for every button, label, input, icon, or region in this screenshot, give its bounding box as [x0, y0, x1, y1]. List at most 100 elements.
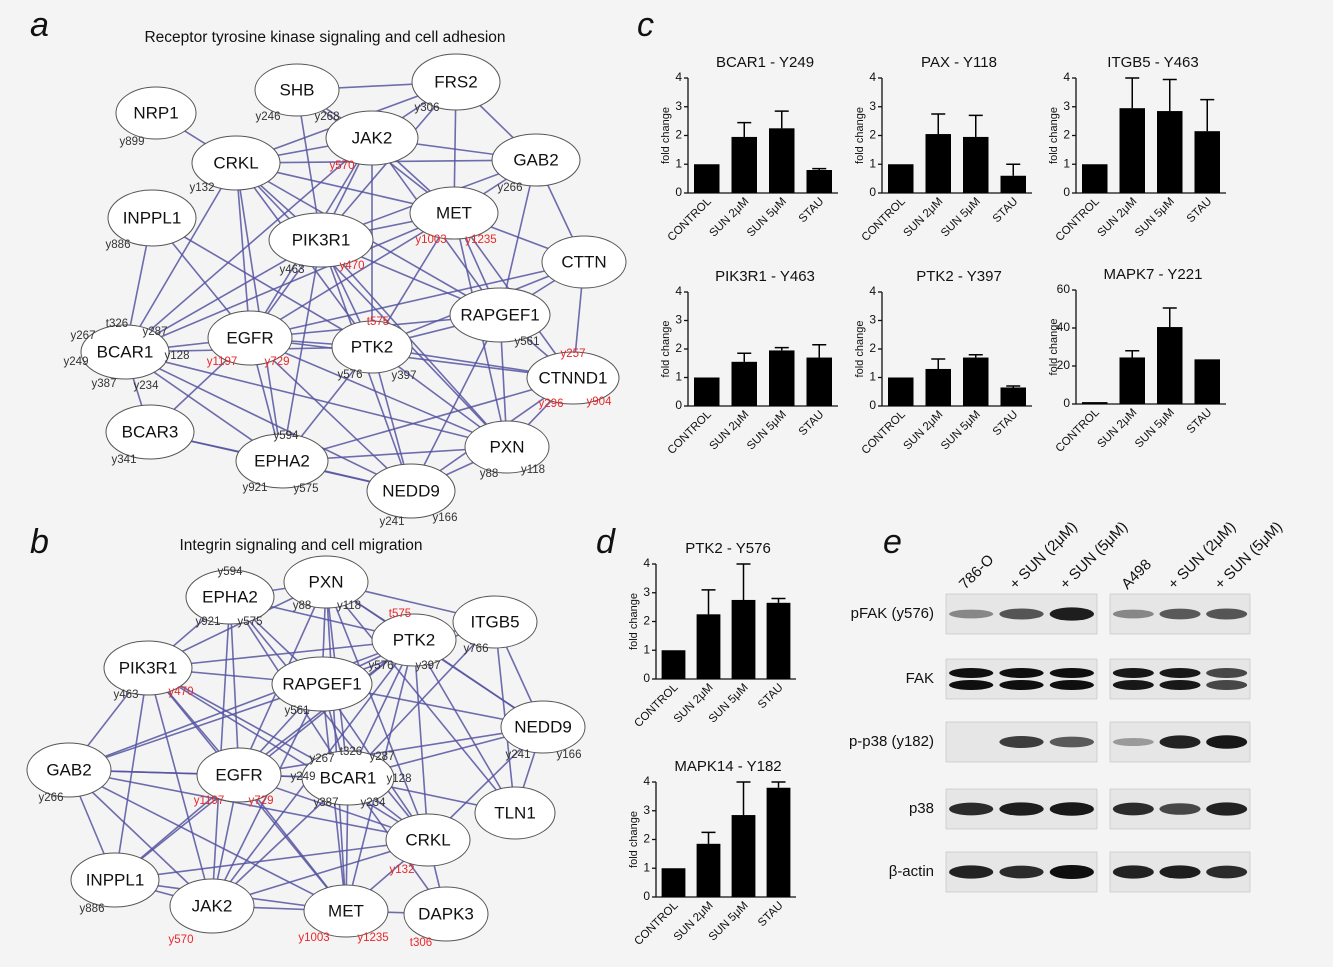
- blot-band: [1049, 736, 1094, 748]
- y-tick-label: 1: [1063, 156, 1070, 170]
- edge-ptk2-pik3r1: [147, 639, 415, 669]
- node-label: EGFR: [215, 765, 262, 784]
- site-label: y287: [143, 326, 168, 338]
- x-tick-label: SUN 5μM: [939, 409, 983, 453]
- y-tick-label: 60: [1057, 282, 1071, 296]
- error-bar: [771, 781, 786, 788]
- site-label: y575: [238, 616, 263, 628]
- chart-title: PTK2 - Y397: [916, 268, 1002, 285]
- site-label: y234: [134, 380, 160, 392]
- error-bar: [968, 353, 983, 358]
- bar-sun-2-m: [1119, 357, 1145, 404]
- error-bar: [774, 110, 789, 129]
- blot-band: [1112, 609, 1154, 619]
- blot-membrane: [945, 658, 1098, 700]
- chart-title: BCAR1 - Y249: [716, 54, 814, 71]
- site-label: y118: [337, 600, 361, 612]
- edge-bcar1-nedd9: [124, 351, 412, 492]
- blot-band: [1112, 738, 1154, 746]
- blot-row-pfak-y576: pFAK (y576): [851, 593, 1251, 635]
- node-ellipse: [103, 640, 193, 696]
- node-label: CTNND1: [539, 368, 608, 387]
- bar-stau: [1000, 175, 1026, 193]
- node-ellipse: [185, 569, 275, 625]
- node-label: NEDD9: [514, 717, 572, 736]
- x-tick-label: STAU: [756, 900, 786, 930]
- bar-sun-2-m: [696, 843, 721, 897]
- error-bar: [812, 167, 827, 170]
- site-label: y729: [265, 356, 290, 368]
- node-label: PXN: [309, 572, 344, 591]
- node-label: RAPGEF1: [460, 305, 539, 324]
- node-label: SHB: [280, 80, 315, 99]
- node-label: PTK2: [393, 630, 436, 649]
- site-label: y463: [114, 689, 139, 701]
- panel-letter-c: c: [637, 6, 654, 44]
- y-tick-label: 3: [1063, 99, 1070, 113]
- lane-label-786-o: 786-O: [956, 551, 998, 593]
- blot-band: [1206, 608, 1248, 620]
- node-label: DAPK3: [418, 904, 474, 923]
- blot-band: [1159, 735, 1201, 749]
- site-label: y1235: [465, 234, 496, 246]
- y-axis-label: fold change: [628, 593, 640, 650]
- x-tick-label: CONTROL: [666, 195, 715, 244]
- node-label: PTK2: [351, 337, 394, 356]
- site-label: y249: [64, 356, 89, 368]
- bar-stau: [1194, 359, 1220, 404]
- y-tick-label: 0: [675, 185, 682, 199]
- blot-band: [1112, 680, 1154, 690]
- bar-sun-5-m: [731, 815, 756, 897]
- node-ellipse: [115, 86, 197, 140]
- site-label: y594: [274, 430, 300, 442]
- site-label: y921: [196, 616, 221, 628]
- blot-band: [1049, 680, 1094, 690]
- y-tick-label: 2: [869, 341, 876, 355]
- blot-band: [999, 680, 1044, 690]
- panel-letter-d: d: [596, 523, 616, 561]
- y-tick-label: 1: [869, 370, 876, 384]
- x-tick-label: SUN 2μM: [1095, 407, 1139, 451]
- error-bar: [1006, 163, 1021, 176]
- site-label: y594: [218, 566, 244, 578]
- node-label: MET: [328, 901, 364, 920]
- site-label: y387: [314, 797, 339, 809]
- edge-egfr-ctnnd1: [249, 337, 574, 379]
- site-label: y306: [415, 102, 440, 114]
- site-label: y249: [291, 771, 316, 783]
- blot-band: [1112, 865, 1154, 879]
- site-label: y576: [338, 369, 363, 381]
- edge-crkl-pxn: [235, 162, 508, 448]
- site-label: y921: [243, 482, 268, 494]
- bar-sun-5-m: [769, 350, 795, 406]
- site-label: y266: [39, 792, 64, 804]
- node-label: GAB2: [46, 760, 91, 779]
- x-tick-label: CONTROL: [666, 408, 715, 457]
- blot-band: [999, 736, 1044, 748]
- site-label: y575: [294, 483, 319, 495]
- y-tick-label: 2: [1063, 128, 1070, 142]
- y-tick-label: 1: [675, 370, 682, 384]
- blot-band: [999, 668, 1044, 678]
- bar-sun-5-m: [963, 136, 989, 193]
- site-label: y267: [310, 753, 335, 765]
- edge-pxn-tln1: [325, 581, 516, 814]
- y-tick-label: 1: [675, 156, 682, 170]
- node-label: EGFR: [226, 328, 273, 347]
- edge-ctnnd1-epha2: [281, 377, 574, 462]
- y-axis-label: fold change: [1048, 319, 1060, 376]
- y-tick-label: 3: [869, 99, 876, 113]
